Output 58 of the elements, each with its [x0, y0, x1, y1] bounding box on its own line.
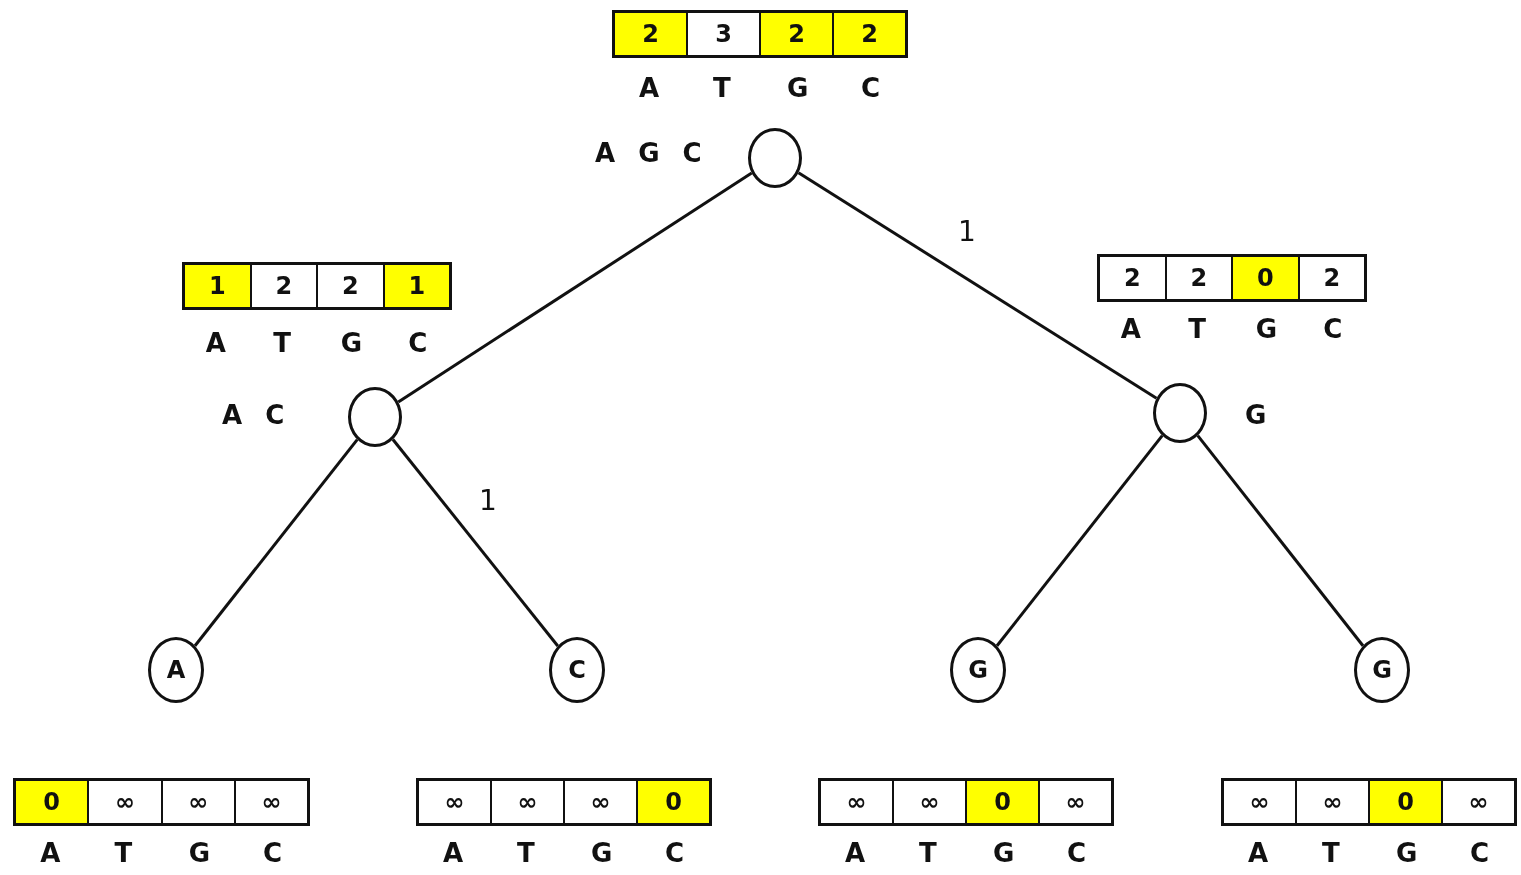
base-label: G — [340, 330, 363, 356]
base-label: G — [591, 840, 613, 866]
base-label: C — [1323, 316, 1343, 342]
cost-cell: 2 — [761, 13, 834, 55]
base-label: C — [861, 75, 881, 101]
base-label: A — [205, 330, 226, 356]
cost-cell: 0 — [967, 781, 1040, 823]
base-label: C — [1470, 840, 1490, 866]
tree-node-circle — [1153, 383, 1207, 443]
cost-cell: 0 — [1370, 781, 1443, 823]
base-label: C — [665, 840, 685, 866]
tree-edge — [391, 438, 559, 647]
base-letter: G — [968, 656, 988, 684]
base-set-label: G — [1245, 402, 1267, 428]
tree-node-circle — [950, 637, 1006, 703]
base-set-label: A C — [222, 402, 285, 428]
base-label: T — [919, 840, 937, 866]
base-set-label: A G C — [595, 140, 702, 166]
tree-node-circle — [1354, 637, 1410, 703]
base-label: A — [40, 840, 61, 866]
tree-node-circle — [549, 637, 605, 703]
base-label: G — [787, 75, 809, 101]
cost-cell: 1 — [384, 265, 449, 307]
tree-edge — [995, 434, 1164, 647]
base-label: A — [1248, 840, 1269, 866]
base-label: A — [845, 840, 866, 866]
cost-cell: 0 — [1233, 257, 1300, 299]
cost-cell: 2 — [834, 13, 905, 55]
base-label: G — [993, 840, 1015, 866]
cost-cell: 0 — [638, 781, 709, 823]
base-label: G — [1396, 840, 1418, 866]
tree-edge — [193, 438, 359, 647]
base-label: A — [443, 840, 464, 866]
base-label: C — [1067, 840, 1087, 866]
tree-node-circle — [348, 387, 402, 447]
tree-edge — [397, 171, 753, 404]
base-label: T — [273, 330, 291, 356]
cost-cell: 2 — [615, 13, 688, 55]
base-letter: G — [1372, 656, 1392, 684]
base-label: T — [1188, 316, 1206, 342]
cost-cell: 1 — [185, 265, 252, 307]
cost-cell: 0 — [16, 781, 90, 823]
base-label: G — [188, 840, 210, 866]
tree-node-circle — [748, 128, 802, 188]
base-label: T — [713, 75, 731, 101]
base-label: T — [114, 840, 133, 866]
base-label: G — [1255, 316, 1278, 342]
base-label: C — [408, 330, 428, 356]
base-label: A — [1120, 316, 1141, 342]
base-label: A — [639, 75, 660, 101]
base-label: T — [517, 840, 535, 866]
base-label: T — [1322, 840, 1340, 866]
tree-node-circle — [148, 637, 204, 703]
tree-edge — [1196, 434, 1365, 647]
base-label: C — [262, 840, 282, 866]
base-letter: A — [166, 656, 186, 684]
base-letter: C — [568, 656, 586, 684]
tree-edge — [797, 171, 1158, 400]
